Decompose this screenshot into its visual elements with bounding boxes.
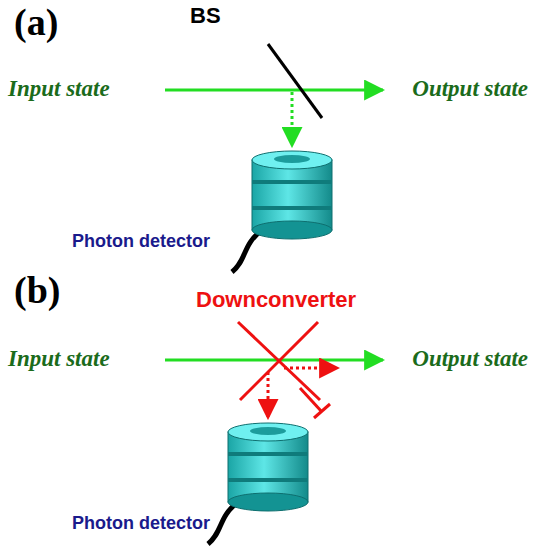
beam-block	[300, 388, 322, 412]
beam	[165, 359, 383, 362]
beam	[165, 89, 383, 92]
reflected-beam	[291, 92, 294, 146]
photon-detector	[232, 151, 332, 272]
idler-beam	[267, 372, 270, 418]
state-label: Input state	[8, 76, 110, 101]
state-label: Output state	[412, 346, 528, 371]
detector-label: Photon detector	[72, 514, 210, 534]
beam-splitter	[268, 44, 322, 118]
photon-detector	[208, 423, 308, 544]
signal-beam	[284, 367, 338, 370]
downconverter	[238, 322, 320, 400]
state-label: Input state	[8, 346, 110, 371]
component-label: BS	[190, 4, 221, 28]
downconverter	[240, 322, 318, 400]
panel-label: (b)	[14, 270, 60, 312]
beam-block	[314, 404, 330, 418]
panel-label: (a)	[14, 2, 58, 44]
state-label: Output state	[412, 76, 528, 101]
detector-label: Photon detector	[72, 232, 210, 252]
component-label: Downconverter	[196, 288, 356, 312]
